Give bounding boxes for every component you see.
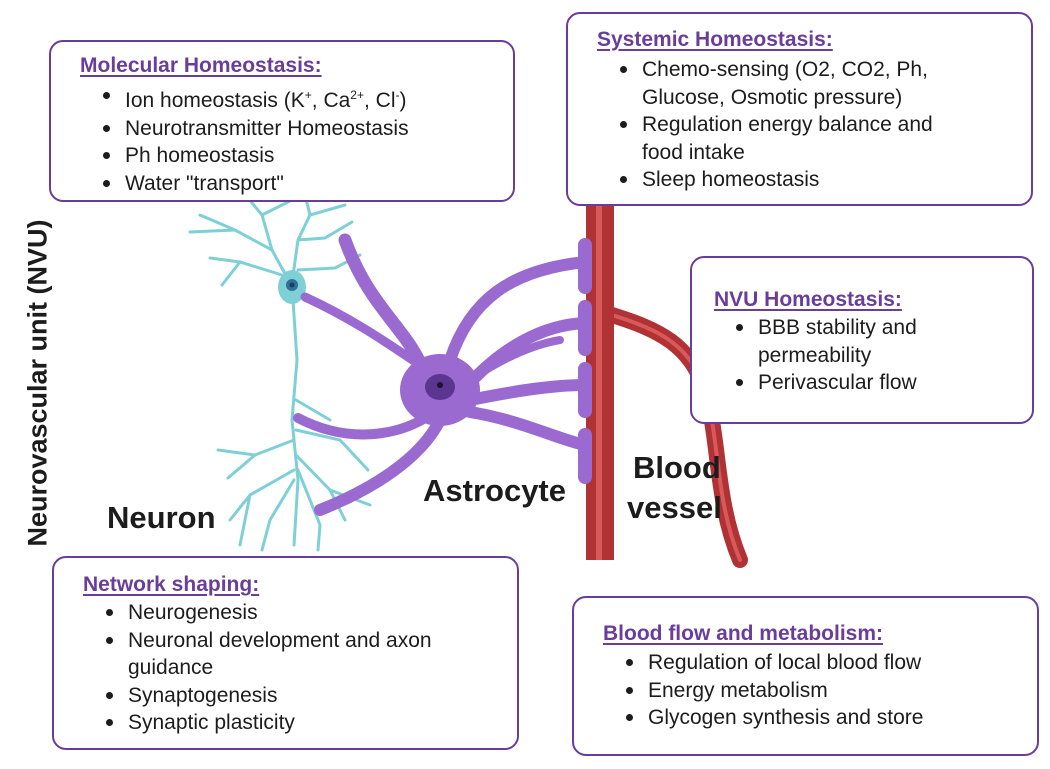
astrocyte-shape: [293, 233, 591, 516]
nvu-side-label: Neurovascular unit (NVU): [22, 219, 53, 547]
nvu-homeostasis-title: NVU Homeostasis:: [714, 288, 902, 311]
astrocyte-endfeet: [578, 238, 592, 484]
systemic-homeostasis-title: Systemic Homeostasis:: [597, 28, 833, 51]
blood-flow-metabolism-title: Blood flow and metabolism:: [603, 622, 884, 645]
molecular-homeostasis-title: Molecular Homeostasis:: [80, 54, 322, 77]
nvu-homeostasis-list: BBB stability and permeability Perivascu…: [732, 314, 972, 397]
list-item: Neurotransmitter Homeostasis: [99, 115, 409, 143]
molecular-homeostasis-box: Molecular Homeostasis: Ion homeostasis (…: [49, 40, 515, 202]
blood-vessel-label-line2: vessel: [627, 490, 722, 525]
molecular-homeostasis-list: Ion homeostasis (K+, Ca2+, Cl-) Neurotra…: [99, 82, 409, 197]
systemic-homeostasis-list: Chemo-sensing (O2, CO2, Ph, Glucose, Osm…: [616, 56, 976, 194]
astrocyte-label: Astrocyte: [423, 473, 566, 508]
list-item: Energy metabolism: [622, 677, 923, 705]
list-item: Water "transport": [99, 170, 409, 198]
neuron-label: Neuron: [107, 500, 216, 535]
systemic-homeostasis-box: Systemic Homeostasis: Chemo-sensing (O2,…: [566, 12, 1033, 206]
list-item: Neuronal development and axon guidance: [102, 627, 442, 682]
list-item: BBB stability and permeability: [732, 314, 972, 369]
nvu-homeostasis-box: NVU Homeostasis: BBB stability and perme…: [690, 256, 1034, 424]
list-item: Neurogenesis: [102, 599, 442, 627]
list-item: Synaptogenesis: [102, 682, 442, 710]
list-item: Ion homeostasis (K+, Ca2+, Cl-): [99, 82, 409, 115]
list-item: Sleep homeostasis: [616, 166, 976, 194]
list-item: Regulation of local blood flow: [622, 649, 923, 677]
neuron-shape: [188, 193, 372, 552]
list-item: Perivascular flow: [732, 369, 972, 397]
blood-flow-metabolism-box: Blood flow and metabolism: Regulation of…: [572, 596, 1039, 756]
list-item: Ph homeostasis: [99, 142, 409, 170]
network-shaping-title: Network shaping:: [83, 573, 260, 596]
list-item: Regulation energy balance and food intak…: [616, 111, 976, 166]
list-item: Chemo-sensing (O2, CO2, Ph, Glucose, Osm…: [616, 56, 976, 111]
list-item: Glycogen synthesis and store: [622, 704, 923, 732]
list-item: Synaptic plasticity: [102, 709, 442, 737]
network-shaping-box: Network shaping: Neurogenesis Neuronal d…: [52, 556, 519, 750]
blood-flow-metabolism-list: Regulation of local blood flow Energy me…: [622, 649, 923, 732]
blood-vessel-label-line1: Blood: [633, 450, 721, 485]
network-shaping-list: Neurogenesis Neuronal development and ax…: [102, 599, 442, 737]
